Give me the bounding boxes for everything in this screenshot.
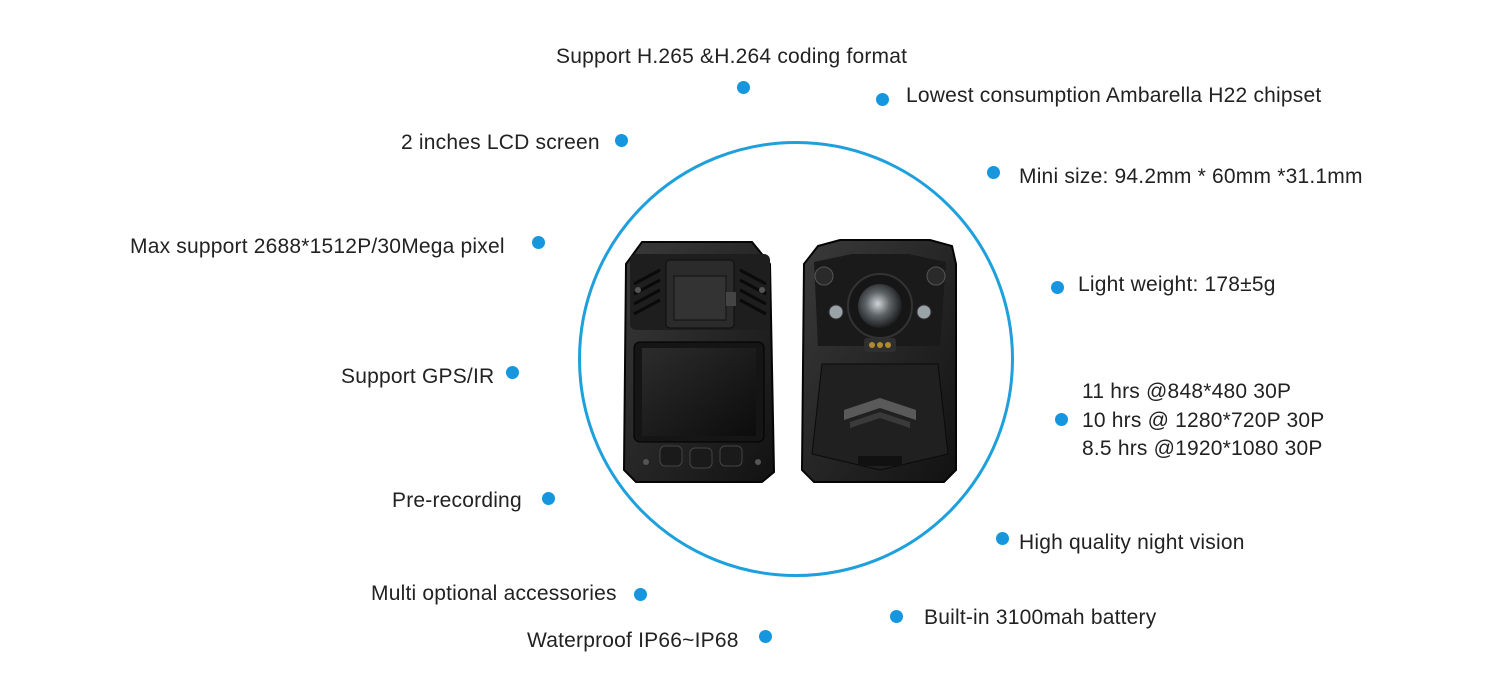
bullet-dot [759,630,772,643]
bullet-dot [1051,281,1064,294]
bullet-dot [634,588,647,601]
feature-mini-size: Mini size: 94.2mm * 60mm *31.1mm [1019,165,1363,188]
battery-hours-line: 8.5 hrs @1920*1080 30P [1082,437,1323,460]
feature-chipset: Lowest consumption Ambarella H22 chipset [906,84,1322,107]
feature-gps-ir: Support GPS/IR [341,365,495,388]
bullet-dot [737,81,750,94]
battery-hours-line: 11 hrs @848*480 30P [1082,380,1292,403]
feature-battery-hours: 11 hrs @848*480 30P 10 hrs @ 1280*720P 3… [1082,378,1325,464]
feature-pre-recording: Pre-recording [392,489,522,512]
bullet-dot [1055,413,1068,426]
feature-waterproof: Waterproof IP66~IP68 [527,629,739,652]
feature-lcd-screen: 2 inches LCD screen [401,131,600,154]
feature-night-vision: High quality night vision [1019,531,1245,554]
camera-front-view [800,239,957,483]
feature-accessories: Multi optional accessories [371,582,617,605]
bullet-dot [506,366,519,379]
feature-max-support: Max support 2688*1512P/30Mega pixel [130,235,505,258]
bullet-dot [615,134,628,147]
bullet-dot [890,610,903,623]
bullet-dot [996,532,1009,545]
feature-coding-format: Support H.265 &H.264 coding format [556,45,908,68]
bullet-dot [542,492,555,505]
feature-battery: Built-in 3100mah battery [924,606,1157,629]
body-camera-image [622,239,957,483]
feature-light-weight: Light weight: 178±5g [1078,273,1276,296]
highlight-ring [578,141,1014,577]
bullet-dot [987,166,1000,179]
battery-hours-line: 10 hrs @ 1280*720P 30P [1082,408,1325,432]
bullet-dot [532,236,545,249]
bullet-dot [876,93,889,106]
camera-back-view [622,241,776,483]
